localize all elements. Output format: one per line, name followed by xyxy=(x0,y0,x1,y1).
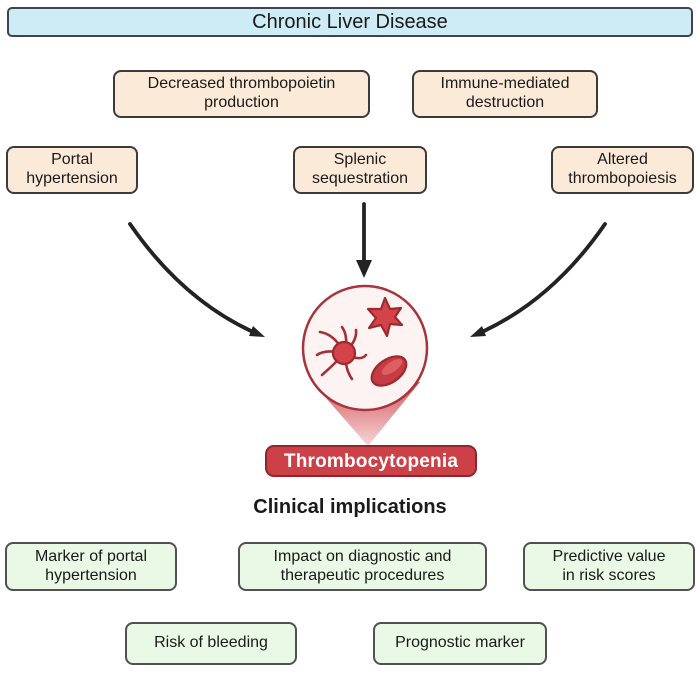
arrow-from-splenic-sequestration xyxy=(356,202,372,278)
magnifier-funnel xyxy=(312,382,420,446)
mechanism-box-decreased-thrombopoietin-production: Decreased thrombopoietin production xyxy=(113,70,370,118)
implication-box-prognostic-marker: Prognostic marker xyxy=(373,622,547,665)
magnified-platelets-illustration xyxy=(301,284,429,412)
diagnosis-box-thrombocytopenia: Thrombocytopenia xyxy=(265,445,477,477)
activated-platelet-icon xyxy=(366,296,404,338)
mechanism-box-immune-mediated-destruction: Immune-mediated destruction xyxy=(412,70,598,118)
arrow-from-altered-thrombopoiesis xyxy=(470,222,607,337)
mechanism-box-splenic-sequestration: Splenic sequestration xyxy=(293,146,427,194)
clinical-implications-heading: Clinical implications xyxy=(253,496,447,518)
implication-box-marker-of-portal-hypertension: Marker of portal hypertension xyxy=(5,542,177,591)
header-chronic-liver-disease: Chronic Liver Disease xyxy=(7,7,693,37)
implication-box-predictive-value-risk-scores: Predictive value in risk scores xyxy=(523,542,695,591)
spider-platelet-icon xyxy=(315,325,368,381)
implication-box-impact-on-procedures: Impact on diagnostic and therapeutic pro… xyxy=(238,542,487,591)
arrow-from-portal-hypertension xyxy=(128,222,265,337)
mechanism-box-altered-thrombopoiesis: Altered thrombopoiesis xyxy=(551,146,694,194)
implication-box-risk-of-bleeding: Risk of bleeding xyxy=(125,622,297,665)
mechanism-box-portal-hypertension: Portal hypertension xyxy=(6,146,138,194)
discoid-platelet-icon xyxy=(370,355,408,387)
